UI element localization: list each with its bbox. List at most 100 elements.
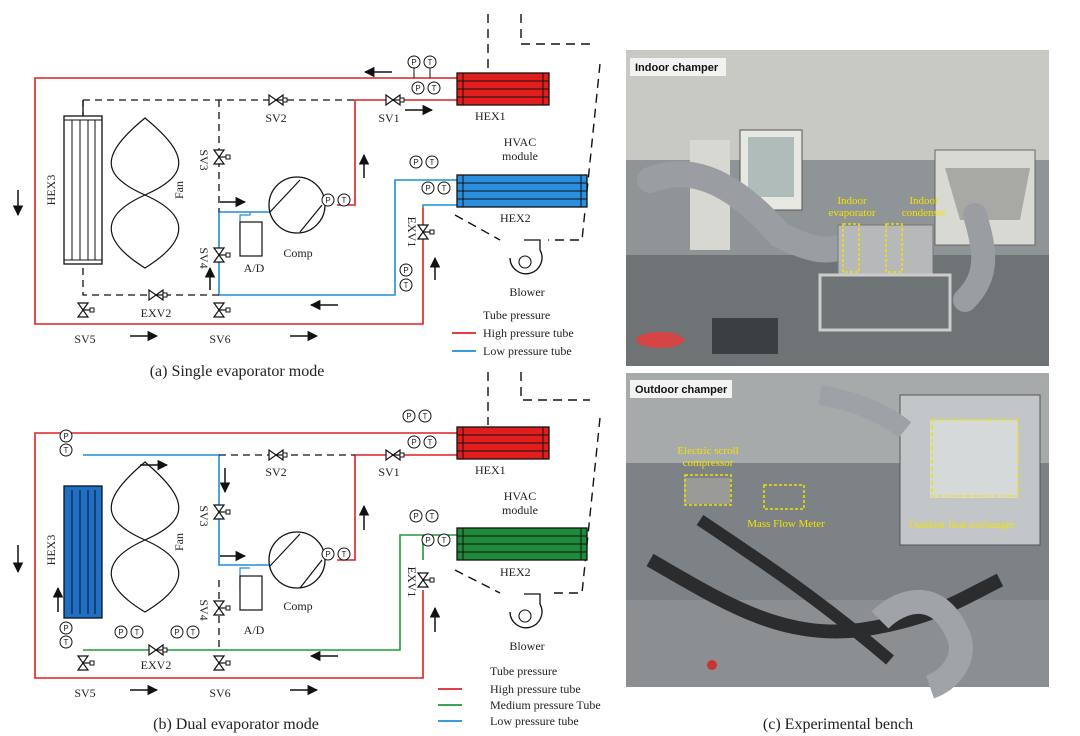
hvac-enclosure <box>454 14 601 241</box>
sv5-valve-icon[interactable] <box>77 655 95 671</box>
mass-flow-meter-box <box>763 484 805 510</box>
pt-gauge: P T <box>402 409 432 423</box>
svg-text:condenser: condenser <box>902 207 947 219</box>
exv1-valve-icon[interactable] <box>417 572 435 588</box>
sv1-valve-icon[interactable] <box>385 94 405 106</box>
outdoor-heat-exchanger-label: Outdoor heat exchanger <box>909 519 1015 531</box>
svg-text:T: T <box>342 196 347 205</box>
svg-text:P: P <box>403 266 408 275</box>
comp-label: Comp <box>283 246 312 260</box>
svg-text:T: T <box>432 84 437 93</box>
sv4-valve-icon[interactable] <box>213 600 231 616</box>
indoor-condenser-label: Indoor <box>909 195 939 207</box>
indoor-evaporator-label: Indoor <box>837 195 867 207</box>
outdoor-heat-exchanger-box <box>931 419 1019 497</box>
pt-gauge: P T <box>321 547 351 561</box>
sv1-label: SV1 <box>378 465 399 479</box>
svg-text:Low pressure tube: Low pressure tube <box>483 344 572 358</box>
hex2-exchanger <box>456 174 588 208</box>
hex2-exchanger <box>456 527 588 561</box>
medium-pressure-tube <box>83 534 423 651</box>
hvac-label: HVAC <box>504 489 536 503</box>
compressor-label: Electric scroll <box>677 445 738 457</box>
module-label: module <box>502 503 538 517</box>
sv4-valve-icon[interactable] <box>213 247 231 263</box>
svg-text:T: T <box>135 628 140 637</box>
sv6-label: SV6 <box>209 332 230 346</box>
fan-icon <box>110 461 180 613</box>
outdoor-chamber-title: Outdoor champer <box>635 384 728 396</box>
sv3-valve-icon[interactable] <box>213 149 231 165</box>
svg-text:T: T <box>442 184 447 193</box>
sv5-valve-icon[interactable] <box>77 302 95 318</box>
sv1-valve-icon[interactable] <box>385 449 405 461</box>
svg-text:P: P <box>413 158 418 167</box>
fan-icon <box>110 117 180 269</box>
accumulator <box>239 575 263 611</box>
svg-text:P: P <box>325 196 330 205</box>
hex3-label: HEX3 <box>44 535 58 566</box>
svg-text:T: T <box>64 638 69 647</box>
svg-text:T: T <box>423 412 428 421</box>
sv2-label: SV2 <box>265 465 286 479</box>
svg-text:Low pressure tube: Low pressure tube <box>490 714 579 728</box>
caption-c: (c) Experimental bench <box>763 716 913 733</box>
pt-gauge: P T <box>321 193 351 207</box>
accumulator <box>239 221 263 257</box>
hex1-label: HEX1 <box>475 109 506 123</box>
pt-gauge: P T <box>409 155 439 169</box>
svg-text:P: P <box>411 438 416 447</box>
caption-b: (b) Dual evaporator mode <box>153 716 319 733</box>
indoor-chamber-title: Indoor champer <box>635 62 719 74</box>
fan-label: Fan <box>172 181 186 199</box>
indoor-condenser-box <box>885 223 903 273</box>
sv3-valve-icon[interactable] <box>213 504 231 520</box>
svg-text:P: P <box>63 624 68 633</box>
svg-text:T: T <box>404 281 409 290</box>
legend-b: Tube pressure High pressure tube Medium … <box>438 664 601 728</box>
svg-text:T: T <box>342 550 347 559</box>
svg-text:P: P <box>406 412 411 421</box>
svg-text:T: T <box>428 438 433 447</box>
exv1-valve-icon[interactable] <box>417 224 435 240</box>
sv6-valve-icon[interactable] <box>213 302 231 318</box>
sv3-label: SV3 <box>197 149 211 170</box>
svg-text:P: P <box>425 184 430 193</box>
blower-label: Blower <box>509 285 544 299</box>
svg-text:P: P <box>415 84 420 93</box>
svg-text:High pressure tube: High pressure tube <box>483 326 574 340</box>
sv3-label: SV3 <box>197 505 211 526</box>
blower-icon <box>509 593 543 629</box>
pt-gauge: P T <box>421 533 451 547</box>
hex2-label: HEX2 <box>500 565 531 579</box>
hex2-label: HEX2 <box>500 211 531 225</box>
pt-gauge: P T <box>409 509 439 523</box>
indoor-evaporator-box <box>842 223 860 273</box>
sv1-label: SV1 <box>378 111 399 125</box>
svg-text:P: P <box>411 58 416 67</box>
pt-gauge: P T <box>421 181 451 195</box>
exv2-valve-icon[interactable] <box>148 289 168 301</box>
panel-c: Indoor champer Indoor evaporator Indoor … <box>626 50 1049 733</box>
sv2-valve-icon[interactable] <box>268 94 288 106</box>
sv2-valve-icon[interactable] <box>268 449 288 461</box>
fan-label: Fan <box>172 533 186 551</box>
svg-text:T: T <box>428 58 433 67</box>
sv6-valve-icon[interactable] <box>213 655 231 671</box>
hex3-label: HEX3 <box>44 175 58 206</box>
svg-text:T: T <box>430 158 435 167</box>
exv2-valve-icon[interactable] <box>148 644 168 656</box>
hvac-label: HVAC <box>504 135 536 149</box>
legend-a: Tube pressure High pressure tube Low pre… <box>452 308 574 358</box>
svg-text:High pressure tube: High pressure tube <box>490 682 581 696</box>
svg-text:Tube pressure: Tube pressure <box>490 664 557 678</box>
low-pressure-tube <box>422 204 457 208</box>
mass-flow-meter-label: Mass Flow Meter <box>747 518 825 530</box>
panel-b: HEX3 Fan SV2 SV1 SV3 SV4 SV5 SV6 EXV2 EX… <box>12 372 601 733</box>
svg-text:P: P <box>325 550 330 559</box>
svg-text:P: P <box>174 628 179 637</box>
svg-text:Tube pressure: Tube pressure <box>483 308 550 322</box>
caption-a: (a) Single evaporator mode <box>150 363 325 380</box>
comp-label: Comp <box>283 599 312 613</box>
